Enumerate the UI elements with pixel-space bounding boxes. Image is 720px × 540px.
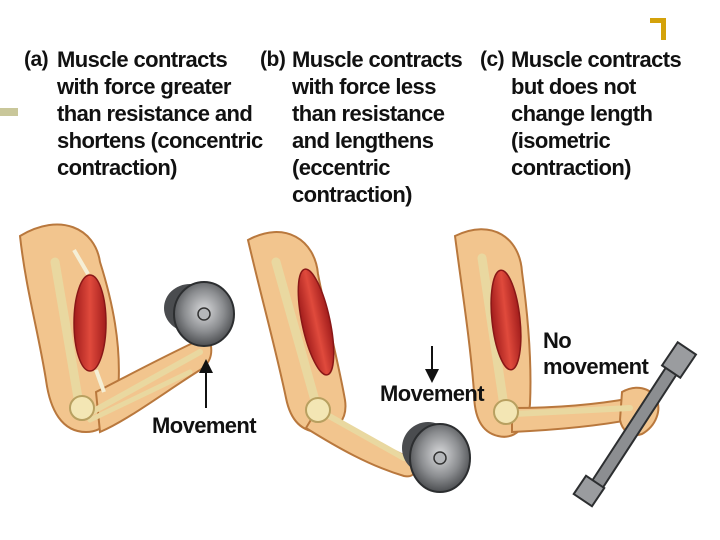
panel-c-no-movement-label: No movement: [543, 328, 649, 380]
panel-a-caption-line: than resistance and: [57, 101, 253, 126]
panel-b-caption: (b) Muscle contracts with force less tha…: [260, 46, 480, 208]
panel-b-caption-line: contraction): [292, 182, 413, 207]
panel-b-caption-line: and lengthens: [292, 128, 434, 153]
panel-a-dumbbell: [164, 281, 235, 347]
panel-c-caption: (c) Muscle contracts but does not change…: [480, 46, 720, 181]
panel-c-caption-line: contraction): [511, 155, 632, 180]
panel-a-movement-label: Movement: [152, 413, 257, 438]
panel-c-no-movement-line: movement: [543, 354, 649, 379]
corner-bracket-decoration: [650, 18, 666, 40]
panel-b-movement-label: Movement: [380, 381, 485, 406]
panel-c-caption-line: Muscle contracts: [511, 47, 682, 72]
panel-b-tag: (b): [260, 48, 286, 71]
panel-a-biceps: [73, 274, 107, 372]
panel-c-tag: (c): [480, 48, 505, 71]
panel-b-caption-line: than resistance: [292, 101, 445, 126]
panel-b-caption-line: Muscle contracts: [292, 47, 463, 72]
panel-b-biceps: [297, 268, 335, 376]
panel-a-caption-line: with force greater: [57, 74, 231, 99]
panel-c-no-movement-line: No: [543, 328, 572, 353]
panel-b-caption-line: (eccentric: [292, 155, 391, 180]
panel-b-caption-line: with force less: [292, 74, 436, 99]
panel-c-caption-line: change length: [511, 101, 653, 126]
panel-b-arm: [246, 231, 418, 478]
panel-b-dumbbell: [402, 422, 471, 493]
panel-a-arm: [18, 223, 213, 434]
panel-a-caption-line: Muscle contracts: [57, 47, 228, 72]
panel-a-caption: (a) Muscle contracts with force greater …: [24, 46, 264, 181]
panel-a-caption-line: contraction): [57, 155, 178, 180]
panel-c-caption-line: (isometric: [511, 128, 611, 153]
panel-c-fixed-bar: [572, 340, 698, 508]
panel-c-biceps: [490, 269, 522, 371]
panel-a-caption-line: shortens (concentric: [57, 128, 263, 153]
panel-c-caption-line: but does not: [511, 74, 636, 99]
left-bar-decoration: [0, 108, 18, 116]
panel-a-tag: (a): [24, 48, 49, 71]
